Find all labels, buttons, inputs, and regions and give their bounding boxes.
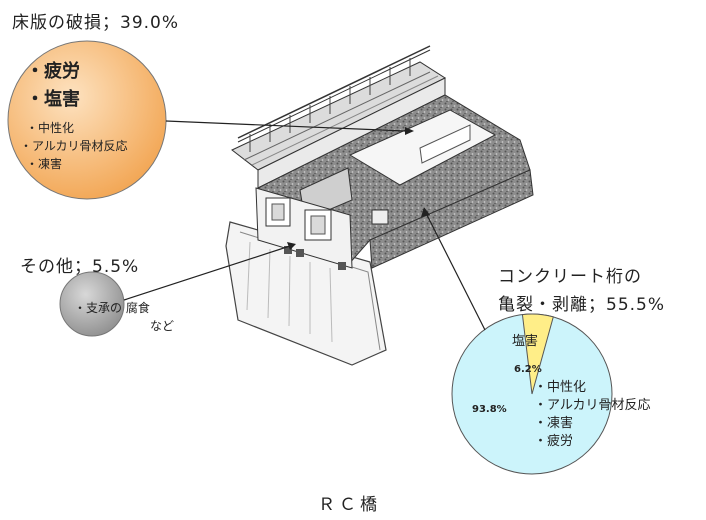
girder-cause-asr: ・アルカリ骨材反応 [534,398,651,413]
other-note-2: など [150,319,175,333]
other-title: その他；5.5% [20,257,140,277]
other-note-1: ・支承の 腐食 [74,301,150,315]
leader-lines [123,120,486,331]
girder-pie-chart [451,313,613,475]
girder-cause-fatigue: ・疲労 [534,434,574,449]
pie-label-salt: 塩害 [512,334,539,349]
other-circle [59,271,125,337]
figure-caption: ＲＣ橋 [318,495,381,515]
cross-beam [255,187,389,269]
pie-label-small-pct: 6.2% [514,364,542,375]
deck-damage-circle [7,40,167,200]
girder-cause-neutralization: ・中性化 [534,380,587,395]
deck-damage-title: 床版の破損；39.0% [12,13,180,33]
girder-cause-frost: ・凍害 [534,416,574,431]
pie-slice-salt-damage [521,313,554,395]
deck-cause-frost: ・凍害 [26,157,63,171]
bearings [284,246,346,270]
deck-cause-salt: ・塩害 [26,89,80,110]
girder-title-line2: 亀裂・剥離；55.5% [498,295,666,315]
deck-cause-fatigue: ・疲労 [26,61,80,82]
deck-slab [231,45,447,189]
deck-cause-neutralization: ・中性化 [26,121,75,135]
deck-cause-asr: ・アルカリ骨材反応 [20,139,128,153]
girder-title-line1: コンクリート桁の [498,267,642,287]
pie-label-large-pct: 93.8% [472,404,507,415]
